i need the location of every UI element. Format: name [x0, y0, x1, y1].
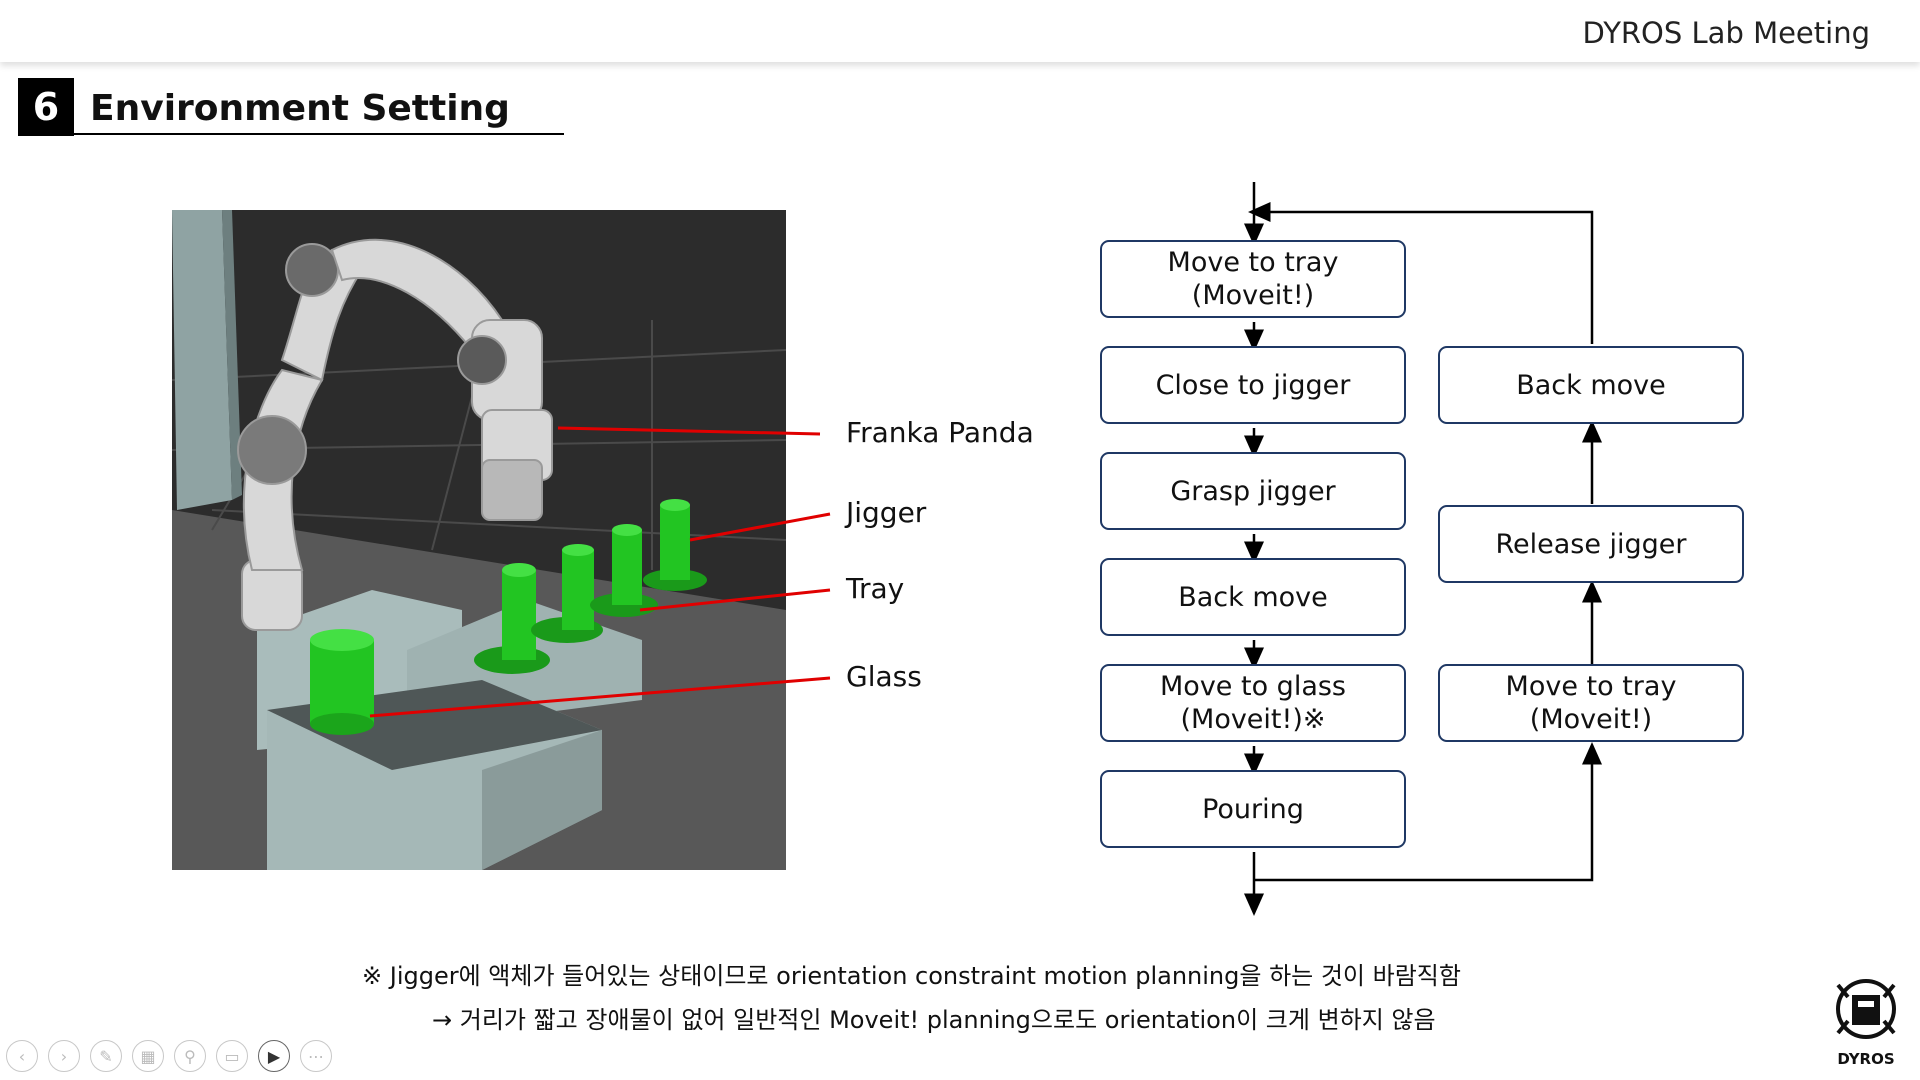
flow-step-close-to-jigger: Close to jigger [1100, 346, 1406, 424]
camera-icon[interactable]: ▶ [258, 1040, 290, 1072]
zoom-icon[interactable]: ⚲ [174, 1040, 206, 1072]
robot-simulation-image [172, 210, 786, 870]
leader-line-glass [369, 676, 831, 718]
flow-step-back-move-return: Back move [1438, 346, 1744, 424]
subtitle-icon[interactable]: ▭ [216, 1040, 248, 1072]
note-line-2: → 거리가 짧고 장애물이 없어 일반적인 Moveit! planning으로… [432, 1006, 1436, 1034]
note-line-1: ※ Jigger에 액체가 들어있는 상태이므로 orientation con… [362, 962, 1461, 990]
flow-step-move-to-tray: Move to tray (Moveit!) [1100, 240, 1406, 318]
flow-step-back-move: Back move [1100, 558, 1406, 636]
section-number: 6 [18, 78, 74, 136]
logo-text: DYROS [1837, 1050, 1895, 1068]
label-tray: Tray [846, 572, 905, 605]
flow-step-move-to-tray-return: Move to tray (Moveit!) [1438, 664, 1744, 742]
prev-icon[interactable]: ‹ [6, 1040, 38, 1072]
label-franka-panda: Franka Panda [846, 416, 1034, 449]
more-icon[interactable]: ⋯ [300, 1040, 332, 1072]
slides-icon[interactable]: ▦ [132, 1040, 164, 1072]
pen-icon[interactable]: ✎ [90, 1040, 122, 1072]
label-glass: Glass [846, 660, 922, 693]
leader-line-franka [557, 426, 821, 436]
section-title: Environment Setting [90, 88, 510, 129]
flow-step-grasp-jigger: Grasp jigger [1100, 452, 1406, 530]
flow-step-move-to-glass: Move to glass (Moveit!)※ [1100, 664, 1406, 742]
meeting-label: DYROS Lab Meeting [1582, 16, 1870, 50]
dyros-logo-icon [1836, 979, 1896, 1039]
header-bar [0, 0, 1920, 62]
next-icon[interactable]: › [48, 1040, 80, 1072]
flow-step-release-jigger: Release jigger [1438, 505, 1744, 583]
leader-line-jigger [689, 512, 831, 542]
presentation-toolbar: ‹ › ✎ ▦ ⚲ ▭ ▶ ⋯ [6, 1040, 332, 1074]
flow-step-pouring: Pouring [1100, 770, 1406, 848]
label-jigger: Jigger [846, 496, 927, 529]
leader-line-tray [639, 588, 831, 612]
title-underline [74, 133, 564, 135]
